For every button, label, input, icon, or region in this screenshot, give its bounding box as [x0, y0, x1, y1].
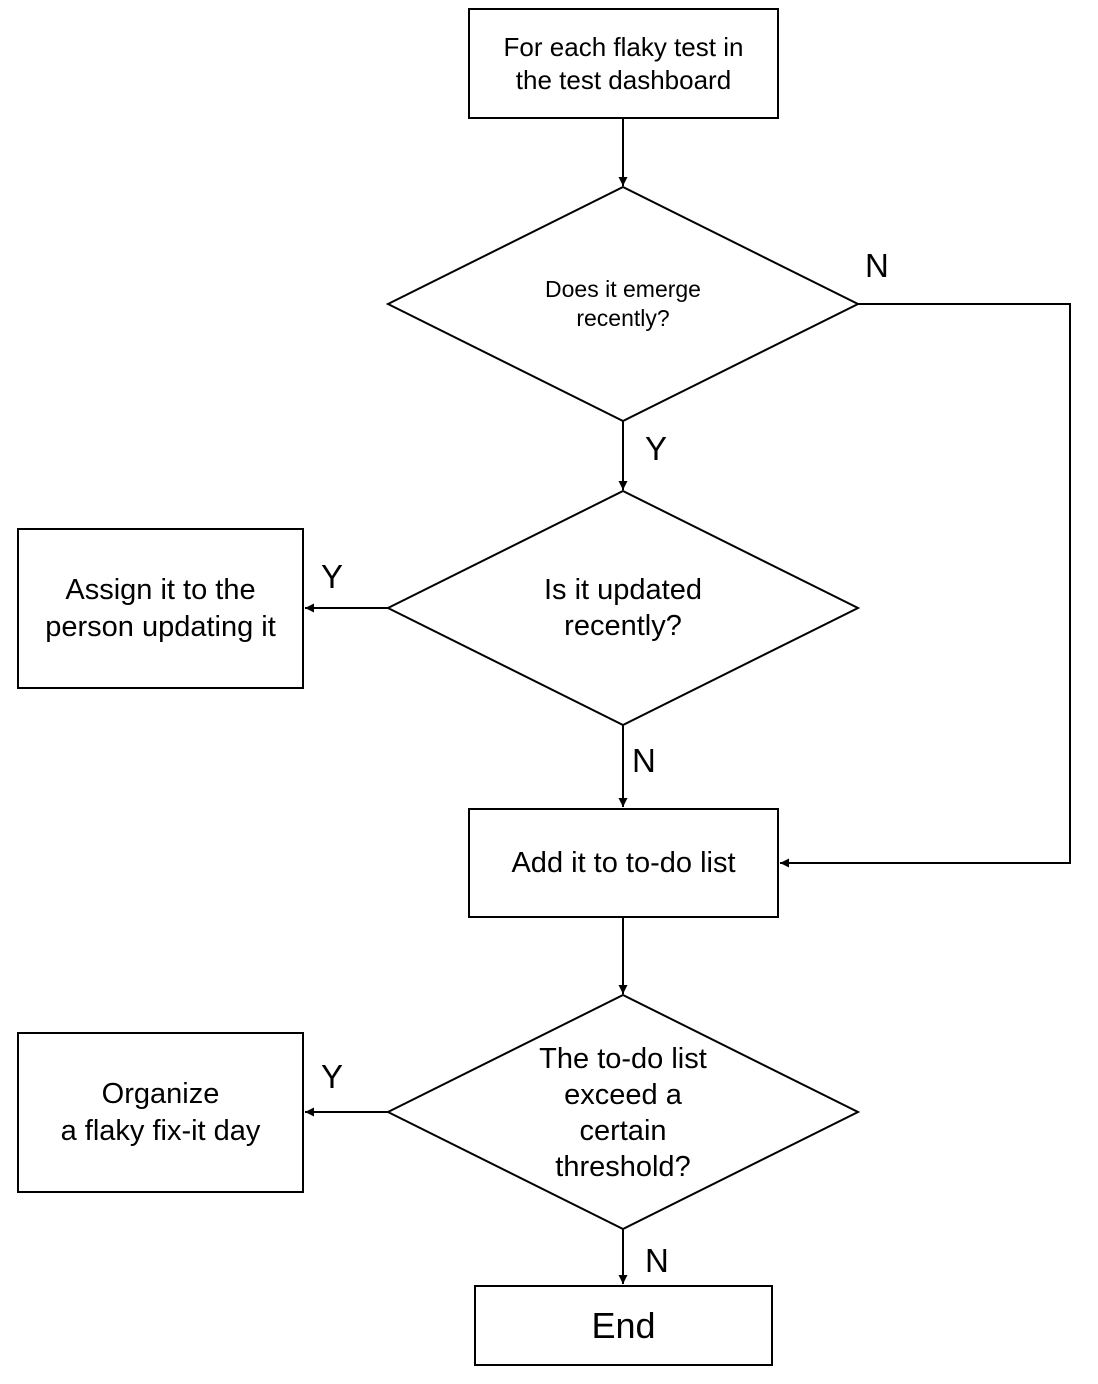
decision-threshold-text: The to-do list exceed a certain threshol… — [539, 1042, 707, 1184]
decision-updated-text: Is it updated recently? — [544, 573, 702, 642]
label-updated-yes: Y — [321, 558, 344, 595]
arrow-emerge-no-to-todo — [780, 303, 1071, 868]
label-emerge-no: N — [865, 247, 889, 284]
label-updated-no: N — [632, 742, 656, 779]
start-box: For each flaky test in the test dashboar… — [468, 8, 779, 119]
decision-emerge-text: Does it emerge recently? — [545, 276, 701, 331]
todo-box: Add it to to-do list — [468, 808, 779, 918]
label-threshold-no: N — [645, 1242, 669, 1279]
assign-box: Assign it to the person updating it — [17, 528, 304, 689]
label-emerge-yes: Y — [645, 430, 668, 467]
end-box: End — [474, 1285, 773, 1366]
organize-box: Organize a flaky fix-it day — [17, 1032, 304, 1193]
label-threshold-yes: Y — [321, 1058, 344, 1095]
